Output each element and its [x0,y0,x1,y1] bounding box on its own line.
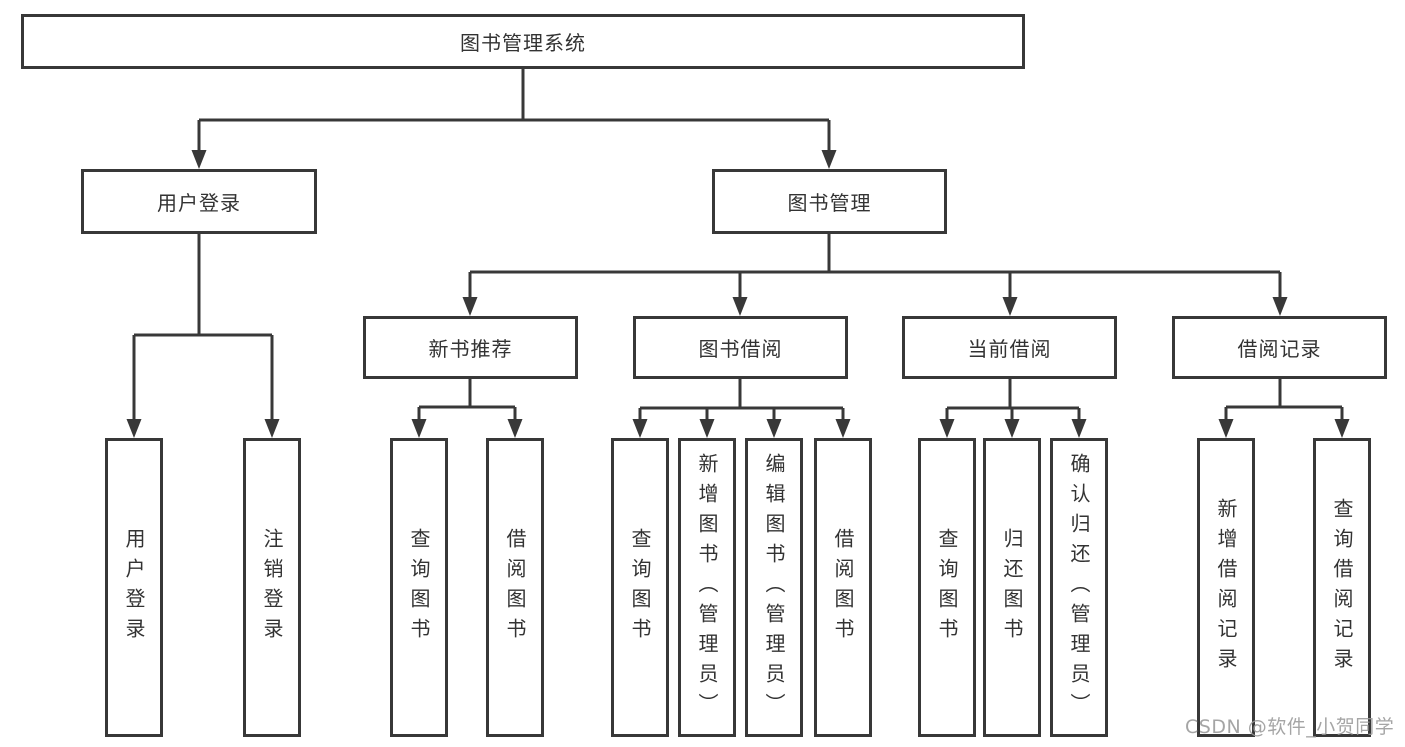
arrow-down-icon [766,419,782,438]
node-current-borrowing: 当前借阅 [902,316,1117,379]
arrow-down-icon [1002,297,1018,316]
node-leaf-borrow-books: 借阅图书 [486,438,544,737]
tree-edges [132,69,1344,423]
node-label: 当前借阅 [967,337,1052,361]
node-label: 注销登录 [260,527,284,648]
arrow-down-icon [699,419,715,438]
arrow-down-icon [939,419,955,438]
node-leaf-add-book-admin: 新增图书（管理员） [678,438,736,737]
csdn-watermark: CSDN @软件_小贺同学 [1185,716,1395,738]
arrow-down-icon [191,150,207,169]
arrow-down-icon [821,150,837,169]
arrow-down-icon [835,419,851,438]
node-leaf-borrow-books: 借阅图书 [814,438,872,737]
node-label: 借阅图书 [503,527,527,648]
node-leaf-confirm-return-admin: 确认归还（管理员） [1050,438,1108,737]
node-label: 新书推荐 [428,337,513,361]
node-leaf-return-books: 归还图书 [983,438,1041,737]
node-leaf-edit-book-admin: 编辑图书（管理员） [745,438,803,737]
node-label: 图书管理 [787,191,872,215]
node-leaf-add-borrow-record: 新增借阅记录 [1197,438,1255,737]
node-label: 归还图书 [1000,527,1024,648]
arrow-down-icon [411,419,427,438]
node-borrowing-records: 借阅记录 [1172,316,1387,379]
node-leaf-query-books: 查询图书 [390,438,448,737]
arrow-down-icon [264,419,280,438]
arrow-down-icon [462,297,478,316]
arrow-down-icon [1334,419,1350,438]
node-label: 图书借阅 [698,337,783,361]
node-label: 查询图书 [935,527,959,648]
node-label: 确认归还（管理员） [1067,452,1091,723]
arrow-down-icon [732,297,748,316]
node-library-management-system: 图书管理系统 [21,14,1025,69]
node-leaf-query-books: 查询图书 [611,438,669,737]
arrow-down-icon [126,419,142,438]
node-label: 查询图书 [407,527,431,648]
arrow-down-icon [1071,419,1087,438]
node-label: 用户登录 [122,527,146,648]
arrow-down-icon [1272,297,1288,316]
node-label: 用户登录 [157,191,241,215]
arrow-down-icon [507,419,523,438]
node-label: 查询图书 [628,527,652,648]
node-leaf-user-login: 用户登录 [105,438,163,737]
node-label: 查询借阅记录 [1330,497,1354,678]
arrow-down-icon [1004,419,1020,438]
node-label: 新增借阅记录 [1214,497,1238,678]
node-user-login: 用户登录 [81,169,317,234]
node-new-book-recommendation: 新书推荐 [363,316,578,379]
node-label: 新增图书（管理员） [695,452,719,723]
node-book-management: 图书管理 [712,169,947,234]
node-label: 编辑图书（管理员） [762,452,786,723]
node-leaf-logout: 注销登录 [243,438,301,737]
node-label: 图书管理系统 [460,31,586,55]
node-leaf-query-borrow-record: 查询借阅记录 [1313,438,1371,737]
node-book-borrowing: 图书借阅 [633,316,848,379]
node-leaf-query-books: 查询图书 [918,438,976,737]
node-label: 借阅记录 [1237,337,1322,361]
node-label: 借阅图书 [831,527,855,648]
arrow-down-icon [632,419,648,438]
arrow-down-icon [1218,419,1234,438]
